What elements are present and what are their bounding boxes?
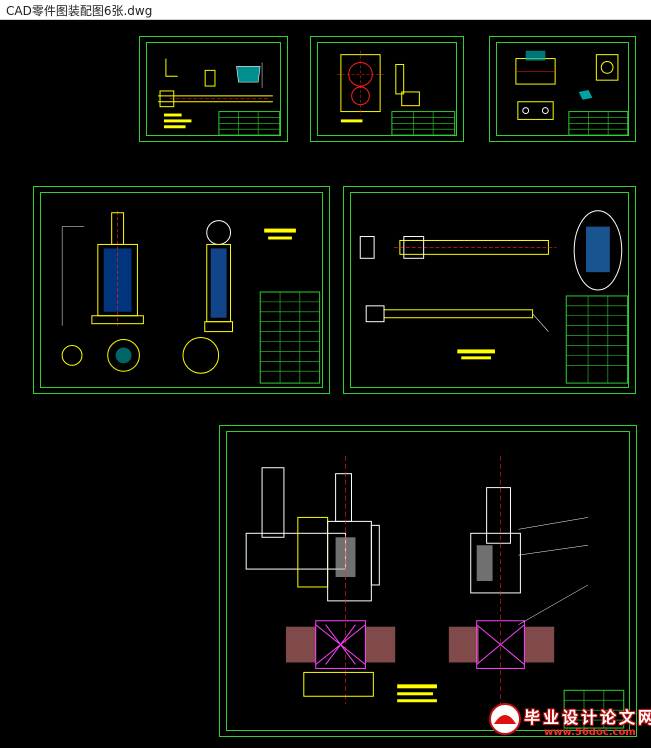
drawing-sheet-3[interactable] <box>489 36 636 142</box>
drawing-canvas[interactable]: 毕业设计论文网 www.56doc.com <box>0 20 651 748</box>
drawing-sheet-6[interactable] <box>219 425 637 737</box>
sheet-border <box>496 42 629 136</box>
window-titlebar: CAD零件图装配图6张.dwg <box>0 0 651 20</box>
sheet-5-drawing <box>359 210 629 384</box>
sheet-1-drawing <box>158 58 281 136</box>
drawing-sheet-2[interactable] <box>310 36 464 142</box>
drawing-sheet-4[interactable] <box>33 186 330 394</box>
sheet-2-drawing <box>336 50 456 136</box>
watermark-url: www.56doc.com <box>544 727 636 738</box>
sheet-3-drawing <box>515 50 629 136</box>
sheet-border <box>146 42 281 136</box>
sheet-border <box>350 192 629 388</box>
sheet-border <box>226 431 630 731</box>
drawing-sheet-1[interactable] <box>139 36 288 142</box>
drawing-sheet-5[interactable] <box>343 186 636 394</box>
sheet-6-drawing <box>245 455 625 729</box>
watermark-text: 毕业设计论文网 <box>524 708 651 727</box>
window-title: CAD零件图装配图6张.dwg <box>6 4 153 18</box>
logo-icon <box>489 703 521 735</box>
sheet-border <box>40 192 323 388</box>
sheet-4-drawing <box>61 210 321 384</box>
watermark: 毕业设计论文网 www.56doc.com <box>484 698 651 748</box>
sheet-border <box>317 42 457 136</box>
